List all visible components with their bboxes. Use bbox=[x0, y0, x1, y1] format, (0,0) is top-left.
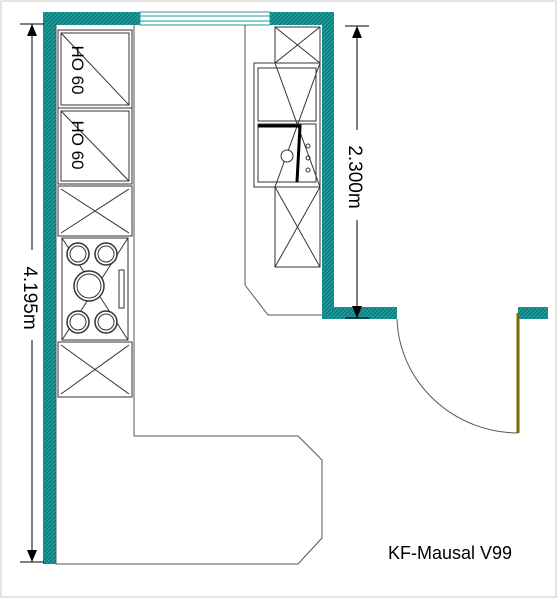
base-cabinet-upper bbox=[57, 185, 133, 237]
window bbox=[139, 11, 271, 26]
dimension-left: 4.195m bbox=[19, 23, 44, 563]
plan-title: KF-Mausal V99 bbox=[388, 543, 512, 563]
base-cabinet-right-bottom bbox=[274, 186, 321, 268]
dimension-left-label: 4.195m bbox=[19, 266, 40, 329]
sink bbox=[253, 62, 321, 188]
top-wall-left bbox=[43, 12, 140, 25]
walls bbox=[43, 12, 548, 564]
cooktop bbox=[61, 237, 129, 341]
counter-outline-left bbox=[55, 25, 323, 565]
bottom-wall-right-segment bbox=[518, 307, 548, 319]
oven-unit-lower bbox=[57, 107, 133, 185]
counter-outline-right bbox=[244, 25, 322, 316]
oven-lower-label: HO 60 bbox=[68, 120, 87, 169]
dimension-right-label: 2.300m bbox=[344, 145, 365, 208]
oven-upper-label: HO 60 bbox=[68, 45, 87, 94]
right-wall bbox=[322, 12, 334, 319]
door bbox=[396, 313, 520, 434]
base-cabinet-right-top bbox=[274, 26, 321, 64]
dimension-right: 2.300m bbox=[344, 25, 369, 319]
base-cabinet-lower bbox=[57, 341, 133, 398]
oven-unit-upper bbox=[57, 29, 133, 109]
bottom-wall-segment bbox=[322, 307, 397, 319]
sink-faucet bbox=[258, 124, 302, 183]
left-wall bbox=[43, 12, 56, 564]
top-wall-right bbox=[270, 12, 334, 25]
